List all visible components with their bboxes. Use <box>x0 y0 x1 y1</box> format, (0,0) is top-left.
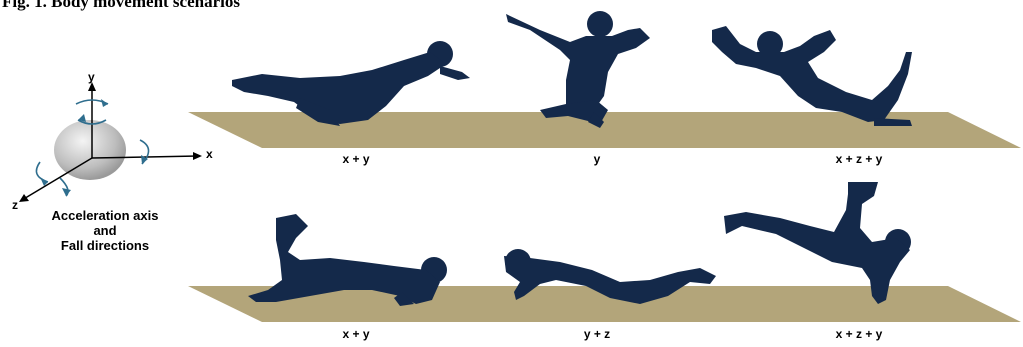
axis-widget <box>19 82 202 202</box>
sphere <box>54 120 126 180</box>
figure-bottom-3 <box>724 182 911 304</box>
axis-label-z: z <box>12 198 18 212</box>
axis-label-y: y <box>88 70 95 84</box>
fall-label-top-2: y <box>594 152 601 166</box>
fall-label-top-3: x + z + y <box>836 152 883 166</box>
axis-caption-line-3: Fall directions <box>20 238 190 253</box>
fall-label-bottom-2: y + z <box>584 327 610 341</box>
figure-top-3 <box>712 26 912 126</box>
fall-label-top-1: x + y <box>342 152 369 166</box>
figure-top-2 <box>506 11 650 128</box>
figures-top-row <box>232 11 912 128</box>
axis-label-x: x <box>206 147 213 161</box>
axis-caption: Acceleration axis and Fall directions <box>20 208 190 253</box>
axis-caption-line-1: Acceleration axis <box>20 208 190 223</box>
fall-label-bottom-3: x + z + y <box>836 327 883 341</box>
axis-caption-line-2: and <box>20 223 190 238</box>
fall-label-bottom-1: x + y <box>342 327 369 341</box>
